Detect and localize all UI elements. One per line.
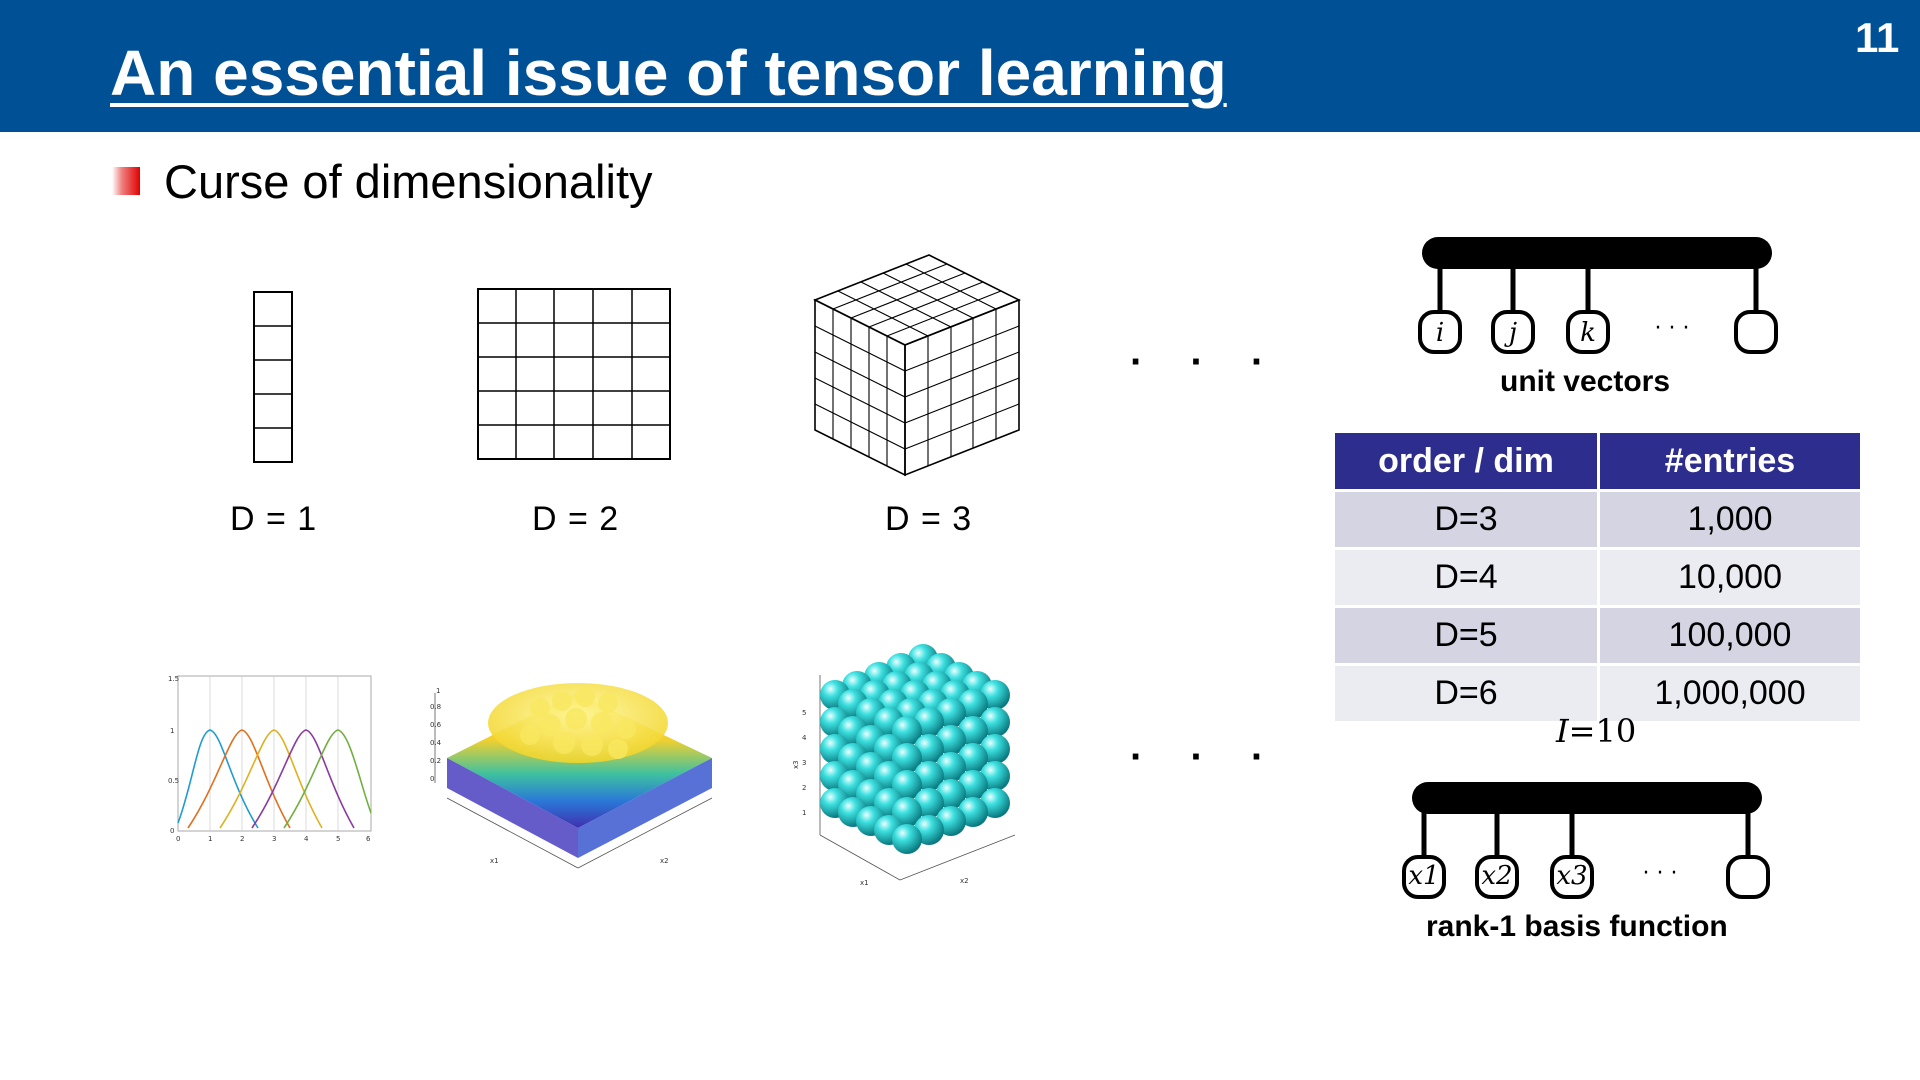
cell-order: D=3 <box>1335 492 1600 547</box>
node-label-x2: x2 <box>1481 861 1512 891</box>
entries-table: order / dim #entries D=3 1,000 D=4 10,00… <box>1335 430 1860 724</box>
svg-text:0.4: 0.4 <box>430 739 442 747</box>
matrix-grid <box>477 288 671 460</box>
unit-vectors-caption: unit vectors <box>1500 365 1671 398</box>
col-header-entries: #entries <box>1600 433 1860 489</box>
cell-entries: 1,000,000 <box>1600 666 1860 721</box>
gaussian-basis-plot: 1.5 1 0.5 0 0 1 2 3 4 5 6 <box>168 675 372 843</box>
svg-text:2: 2 <box>802 784 806 792</box>
svg-text:0: 0 <box>430 775 434 783</box>
basis-function-diagram: x1 x2 x3 · · · <box>1402 782 1770 899</box>
svg-text:x1: x1 <box>490 857 499 865</box>
d3-label: D = 3 <box>885 500 973 538</box>
node-label-i: i <box>1436 318 1444 348</box>
svg-text:x3: x3 <box>792 760 800 769</box>
table-row: D=5 100,000 <box>1335 608 1860 663</box>
col-header-order: order / dim <box>1335 433 1600 489</box>
cell-entries: 100,000 <box>1600 608 1860 663</box>
surface-plot: 0.8 0.6 0.4 0.2 0 1 x1 x2 <box>430 683 713 869</box>
svg-text:6: 6 <box>366 835 371 843</box>
node-ellipsis: · · · <box>1643 861 1678 886</box>
slide-title: An essential issue of tensor learning <box>110 37 1227 109</box>
svg-text:5: 5 <box>336 835 340 843</box>
vector-grid <box>253 291 293 463</box>
svg-text:1.5: 1.5 <box>168 675 179 683</box>
svg-text:0.6: 0.6 <box>430 721 442 729</box>
svg-text:1: 1 <box>208 835 212 843</box>
title-bar <box>0 0 1920 132</box>
table-header-row: order / dim #entries <box>1335 433 1860 489</box>
tensor-cube <box>813 254 1021 477</box>
svg-text:1: 1 <box>436 687 440 695</box>
cell-entries: 1,000 <box>1600 492 1860 547</box>
node-label-k: k <box>1580 318 1596 348</box>
svg-text:x1: x1 <box>860 879 869 887</box>
svg-text:0.5: 0.5 <box>168 777 179 785</box>
dimension-note-value: =10 <box>1568 712 1637 750</box>
svg-text:3: 3 <box>272 835 276 843</box>
node-label-x1: x1 <box>1408 861 1439 891</box>
svg-text:1: 1 <box>170 727 174 735</box>
svg-text:0: 0 <box>170 827 174 835</box>
dimension-note-var: I <box>1556 712 1569 750</box>
node-label-x3: x3 <box>1556 861 1587 891</box>
bullet-text: Curse of dimensionality <box>164 155 653 208</box>
svg-text:0.2: 0.2 <box>430 757 441 765</box>
basis-function-caption: rank-1 basis function <box>1426 910 1728 943</box>
table-row: D=3 1,000 <box>1335 492 1860 547</box>
svg-text:0: 0 <box>176 835 180 843</box>
cell-order: D=5 <box>1335 608 1600 663</box>
svg-text:5: 5 <box>802 709 806 717</box>
dimension-note: I=10 <box>1556 712 1636 750</box>
svg-text:3: 3 <box>802 759 806 767</box>
svg-text:0.8: 0.8 <box>430 703 441 711</box>
sphere-cube-plot: 5 4 3 2 1 x3 x1 x2 <box>792 644 1016 887</box>
svg-text:x2: x2 <box>960 877 969 885</box>
ellipsis-bottom: · · · <box>1130 735 1283 779</box>
d2-label: D = 2 <box>532 500 620 538</box>
unit-vector-diagram: i j k · · · <box>1418 237 1778 354</box>
bullet-square-icon <box>112 167 140 195</box>
svg-text:4: 4 <box>802 734 807 742</box>
table-row: D=4 10,000 <box>1335 550 1860 605</box>
svg-text:4: 4 <box>304 835 309 843</box>
page-number: 11 <box>1855 14 1900 61</box>
cell-order: D=6 <box>1335 666 1600 721</box>
d1-label: D = 1 <box>230 500 318 538</box>
table-row: D=6 1,000,000 <box>1335 666 1860 721</box>
cell-order: D=4 <box>1335 550 1600 605</box>
svg-text:1: 1 <box>802 809 806 817</box>
cell-entries: 10,000 <box>1600 550 1860 605</box>
ellipsis-top: · · · <box>1130 340 1283 384</box>
node-ellipsis: · · · <box>1655 316 1690 341</box>
svg-text:2: 2 <box>240 835 244 843</box>
svg-text:x2: x2 <box>660 857 669 865</box>
